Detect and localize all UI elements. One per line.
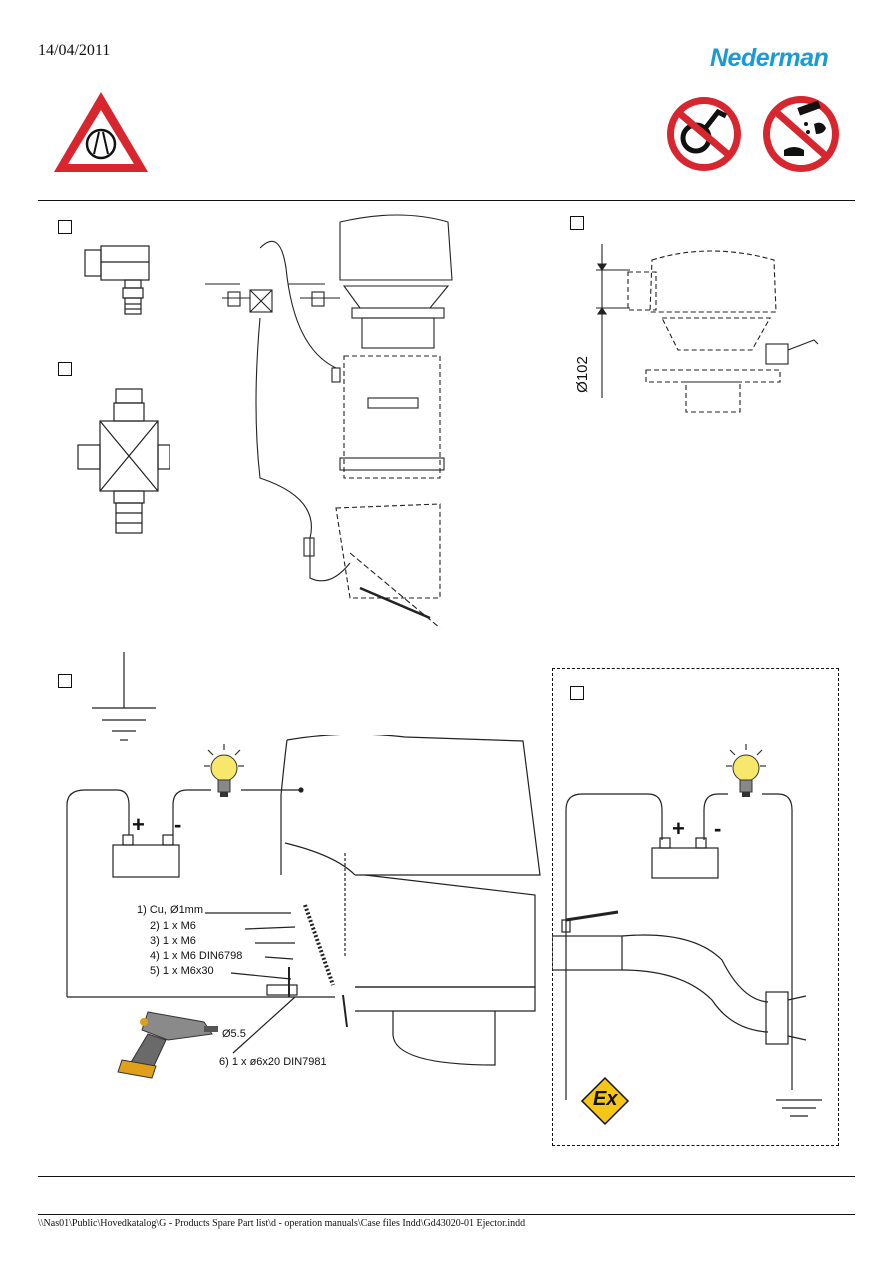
battery-plus-label: + <box>132 812 145 837</box>
atex-circuit-drawing <box>552 793 822 1117</box>
checkbox-fig-c[interactable] <box>58 362 72 376</box>
checkbox-fig-e[interactable] <box>570 686 584 700</box>
part-label-5: 5) 1 x M6x30 <box>150 965 214 977</box>
cross-fitting-illustration <box>77 388 170 534</box>
battery-plus-label: + <box>672 816 685 841</box>
pressure-warning-icon <box>54 92 148 172</box>
battery-minus-label: - <box>714 816 722 841</box>
part-label-4: 4) 1 x M6 DIN6798 <box>150 950 243 962</box>
checkbox-fig-d[interactable] <box>58 674 72 688</box>
nederman-logo: Nederman <box>710 44 829 72</box>
t-fitting-illustration <box>84 245 150 315</box>
no-hose-bend-icon <box>667 97 741 171</box>
part-label-3: 3) 1 x M6 <box>150 935 196 947</box>
ejector-dimension-drawing <box>596 244 819 413</box>
drill-size-label: Ø5.5 <box>222 1028 246 1040</box>
ex-atex-icon <box>580 1076 630 1126</box>
part-label-1: 1) Cu, Ø1mm <box>137 904 204 916</box>
file-path: \\Nas01\Public\Hovedkatalog\G - Products… <box>38 1218 526 1229</box>
power-drill-icon <box>117 1011 218 1079</box>
header-divider <box>38 200 855 201</box>
part-label-2: 2) 1 x M6 <box>150 920 196 932</box>
footer-divider <box>38 1214 855 1215</box>
atex-section-frame <box>552 668 839 1146</box>
footer-divider-top <box>38 1176 855 1177</box>
ex-mark-label: Ex <box>593 1088 618 1110</box>
lightbulb-icon <box>204 744 244 797</box>
no-chemicals-icon <box>763 96 839 172</box>
ejector-assembly-drawing <box>205 214 453 629</box>
screw-label: 6) 1 x ø6x20 DIN7981 <box>219 1056 327 1068</box>
ground-symbol-icon <box>92 652 156 741</box>
grounding-circuit-drawing <box>66 735 541 1066</box>
document-date: 14/04/2011 <box>38 42 111 59</box>
lightbulb-icon <box>726 744 766 797</box>
checkbox-fig-b[interactable] <box>570 216 584 230</box>
battery-minus-label: - <box>174 812 182 837</box>
diameter-label: Ø102 <box>573 356 591 393</box>
checkbox-fig-a[interactable] <box>58 220 72 234</box>
